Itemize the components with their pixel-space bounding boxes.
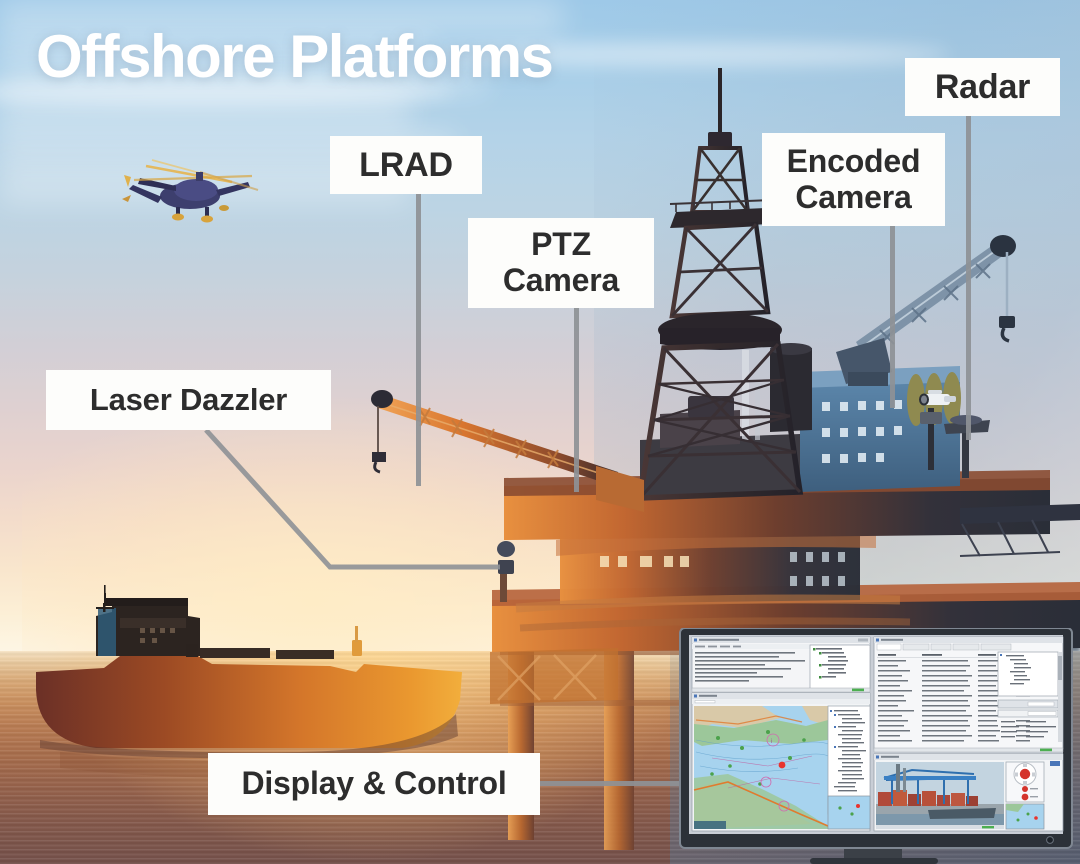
label-encoded-camera[interactable]: Encoded Camera: [762, 133, 945, 226]
cloud-wisp: [0, 67, 486, 94]
label-laser-dazzler[interactable]: Laser Dazzler: [46, 370, 331, 430]
cloud-wisp: [0, 93, 411, 133]
label-lrad[interactable]: LRAD: [330, 136, 482, 194]
cloud-wisp: [0, 0, 562, 37]
laser-dazzler-leader: [204, 428, 500, 570]
laser-dazzler-icon: [497, 541, 515, 602]
crane-left-icon: [371, 390, 644, 512]
display-control-leader: [540, 781, 688, 786]
display-monitor: i: [672, 627, 1080, 864]
ptz-camera-leader: [574, 308, 579, 492]
label-display-control[interactable]: Display & Control: [208, 753, 540, 815]
drilling-derrick-icon: [636, 68, 804, 501]
lrad-leader: [416, 194, 421, 486]
port-camera-feed-window: [873, 753, 1064, 832]
enc-chart-window: i: [691, 692, 871, 832]
cloud-wisp: [0, 36, 432, 68]
cargo-ship-icon: [36, 585, 462, 779]
cloud-wisp: [432, 43, 951, 66]
log-tree-panel: [809, 644, 871, 690]
cloud-wisp: [0, 77, 454, 106]
crane-right-icon: [836, 235, 1016, 386]
page-title: Offshore Platforms: [36, 23, 554, 90]
encoded-camera-leader: [890, 226, 895, 408]
label-radar[interactable]: Radar: [905, 58, 1060, 116]
security-camera-icon: [919, 390, 956, 470]
svg-text:i: i: [771, 739, 772, 745]
label-ptz-camera[interactable]: PTZ Camera: [468, 218, 654, 308]
oil-platform-icon: [371, 68, 1080, 850]
radar-leader: [966, 116, 971, 440]
helicopter-icon: [122, 159, 259, 223]
vessel-track-table-window: [873, 636, 1064, 750]
